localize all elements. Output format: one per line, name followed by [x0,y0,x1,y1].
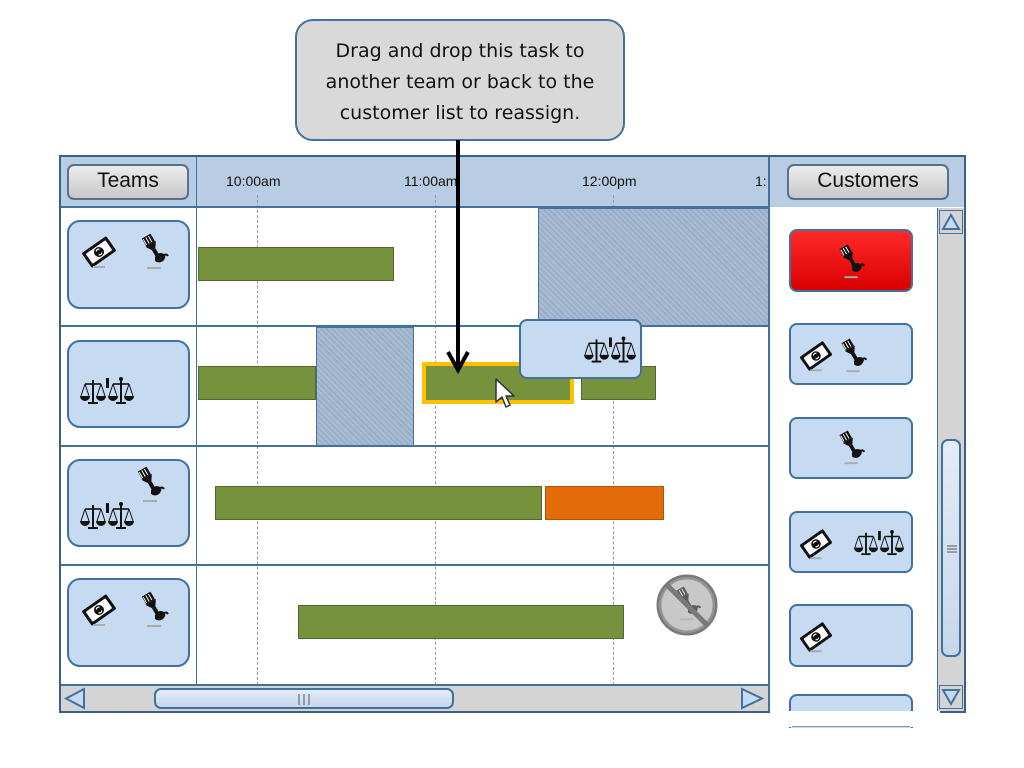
scales-icon [79,376,135,406]
task-bar[interactable] [198,247,394,281]
pointer-arrow [446,140,470,375]
plunger-icon [135,232,175,272]
task-bar[interactable] [545,486,664,520]
blocked-time [538,208,769,326]
grip-icon [298,694,310,705]
grip-icon [947,545,957,553]
customer-card[interactable] [789,604,913,667]
callout-line-1: Drag and drop this task to [335,40,585,62]
scroll-down-icon[interactable] [939,685,963,709]
customer-column-divider [768,157,770,711]
plunger-icon [835,337,873,375]
scroll-left-icon[interactable] [62,687,88,710]
blocked-time [316,327,414,446]
time-label: 12:00pm [582,173,637,189]
time-label: 1: [755,173,767,189]
plunger-icon [131,465,171,505]
row-divider [61,206,769,208]
gridline-12pm [613,195,614,685]
drag-hint-callout: Drag and drop this task to another team … [295,19,625,141]
money-icon [79,232,119,272]
money-icon [797,337,835,375]
customer-card[interactable] [789,417,913,479]
time-label: 10:00am [226,173,281,189]
callout-line-3: customer list to reassign. [339,102,581,124]
task-bar[interactable] [298,605,624,639]
row-divider [61,564,769,566]
row-divider [61,445,769,447]
time-label: 11:00am [404,173,458,189]
plunger-icon [833,243,871,281]
money-icon [797,525,835,563]
horizontal-scroll-thumb[interactable] [154,688,454,709]
plunger-icon [833,429,871,467]
row-divider [61,325,769,327]
gridline-11am [435,195,436,685]
team-card[interactable] [67,220,190,309]
list-fade [770,711,940,727]
teams-button[interactable]: Teams [67,164,189,200]
gridline-10am [257,195,258,685]
scroll-up-icon[interactable] [939,210,963,234]
scroll-right-icon[interactable] [738,687,766,710]
no-plunger-icon [656,574,718,636]
dragged-task-card[interactable] [519,319,642,379]
customers-button[interactable]: Customers [787,164,949,200]
team-card[interactable] [67,340,190,428]
plunger-icon [135,590,175,630]
cursor-icon [495,378,515,408]
customer-card[interactable] [789,511,913,573]
customer-card-urgent[interactable] [789,229,913,292]
scales-icon [583,335,637,365]
scales-icon [79,501,135,531]
row-divider [61,684,769,686]
task-bar[interactable] [215,486,542,520]
callout-line-2: another team or back to the [325,71,595,93]
team-card[interactable] [67,459,190,547]
money-icon [797,618,835,656]
task-bar[interactable] [198,366,316,400]
scales-icon [853,529,905,557]
vertical-scroll-thumb[interactable] [941,439,961,657]
clipped-card-edge [792,726,910,727]
money-icon [79,590,119,630]
team-column-divider [196,157,197,685]
customer-card[interactable] [789,323,913,385]
team-card[interactable] [67,578,190,667]
